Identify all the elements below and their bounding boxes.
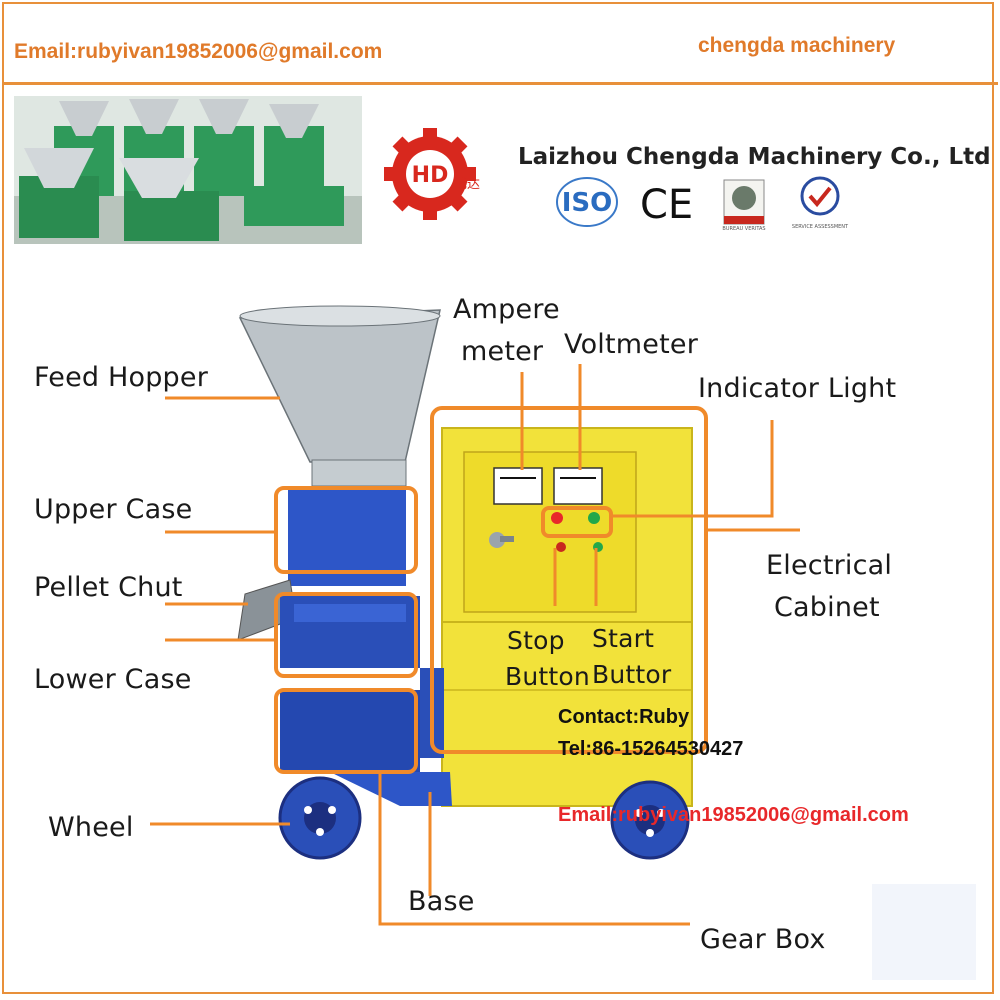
green-indicator-light <box>588 512 600 524</box>
header-brand: chengda machinery <box>698 34 896 57</box>
bureau-veritas-icon: BUREAU VERITAS <box>722 179 766 232</box>
ce-icon: CE <box>640 182 693 228</box>
label-pellet-chut: Pellet Chut <box>34 572 183 603</box>
cabinet-box <box>430 406 708 754</box>
voltmeter <box>553 467 603 505</box>
label-indicator-light: Indicator Light <box>698 373 897 404</box>
label-cabinet: Cabinet <box>774 592 880 623</box>
ce-text: CE <box>640 182 693 228</box>
label-voltmeter: Voltmeter <box>564 329 698 360</box>
red-indicator-light <box>551 512 563 524</box>
contact-tel: Tel:86-15264530427 <box>558 738 744 760</box>
ampere-meter <box>493 467 543 505</box>
feed-hopper <box>238 309 441 463</box>
header-email: Email:rubyivan19852006@gmail.com <box>14 40 383 63</box>
label-gear-box: Gear Box <box>700 924 826 955</box>
company-logo-icon: HD 成达 <box>384 128 480 220</box>
iso-text: ISO <box>562 188 613 218</box>
wheel-left-icon <box>278 776 362 860</box>
contact-name: Contact:Ruby <box>558 706 690 728</box>
label-start-button: Buttor <box>592 660 672 689</box>
label-stop-button: Button <box>505 662 590 691</box>
wheel-right-icon <box>610 780 690 860</box>
indicator-box <box>541 506 613 538</box>
label-start: Start <box>592 624 655 653</box>
header-divider <box>2 82 998 85</box>
upper-case-box <box>274 486 418 574</box>
company-name: Laizhou Chengda Machinery Co., Ltd <box>518 144 991 170</box>
label-electrical: Electrical <box>766 550 893 581</box>
iso-icon: ISO <box>556 177 618 227</box>
service-assessment-icon: SERVICE ASSESSMENT <box>792 176 849 230</box>
logo-chars: 成达 <box>454 177 480 192</box>
sa-text: SERVICE ASSESSMENT <box>792 224 849 230</box>
control-panel <box>463 451 637 613</box>
label-ampere: Ampere <box>453 294 560 325</box>
gear-box <box>280 690 420 772</box>
label-base: Base <box>408 886 475 917</box>
bureau-text: BUREAU VERITAS <box>722 226 765 232</box>
upper-case <box>288 486 406 586</box>
label-lower-case: Lower Case <box>34 664 192 695</box>
svg-text:HD: HD <box>412 163 449 188</box>
label-meter: meter <box>461 336 544 367</box>
certification-logos: ISO CE BUREAU VERITAS SERVICE ASSESSMENT <box>556 176 849 232</box>
stop-button <box>556 542 566 552</box>
corner-panel <box>872 884 976 980</box>
label-upper-case: Upper Case <box>34 494 193 525</box>
base <box>330 772 452 806</box>
lower-case-box <box>274 592 418 678</box>
label-feed-hopper: Feed Hopper <box>34 362 209 393</box>
label-wheel: Wheel <box>48 812 134 843</box>
gear-box-highlight <box>274 688 418 774</box>
contact-email[interactable]: Email:rubyivan19852006@gmail.com <box>558 804 909 826</box>
label-stop: Stop <box>507 626 565 655</box>
factory-photo <box>14 96 362 244</box>
